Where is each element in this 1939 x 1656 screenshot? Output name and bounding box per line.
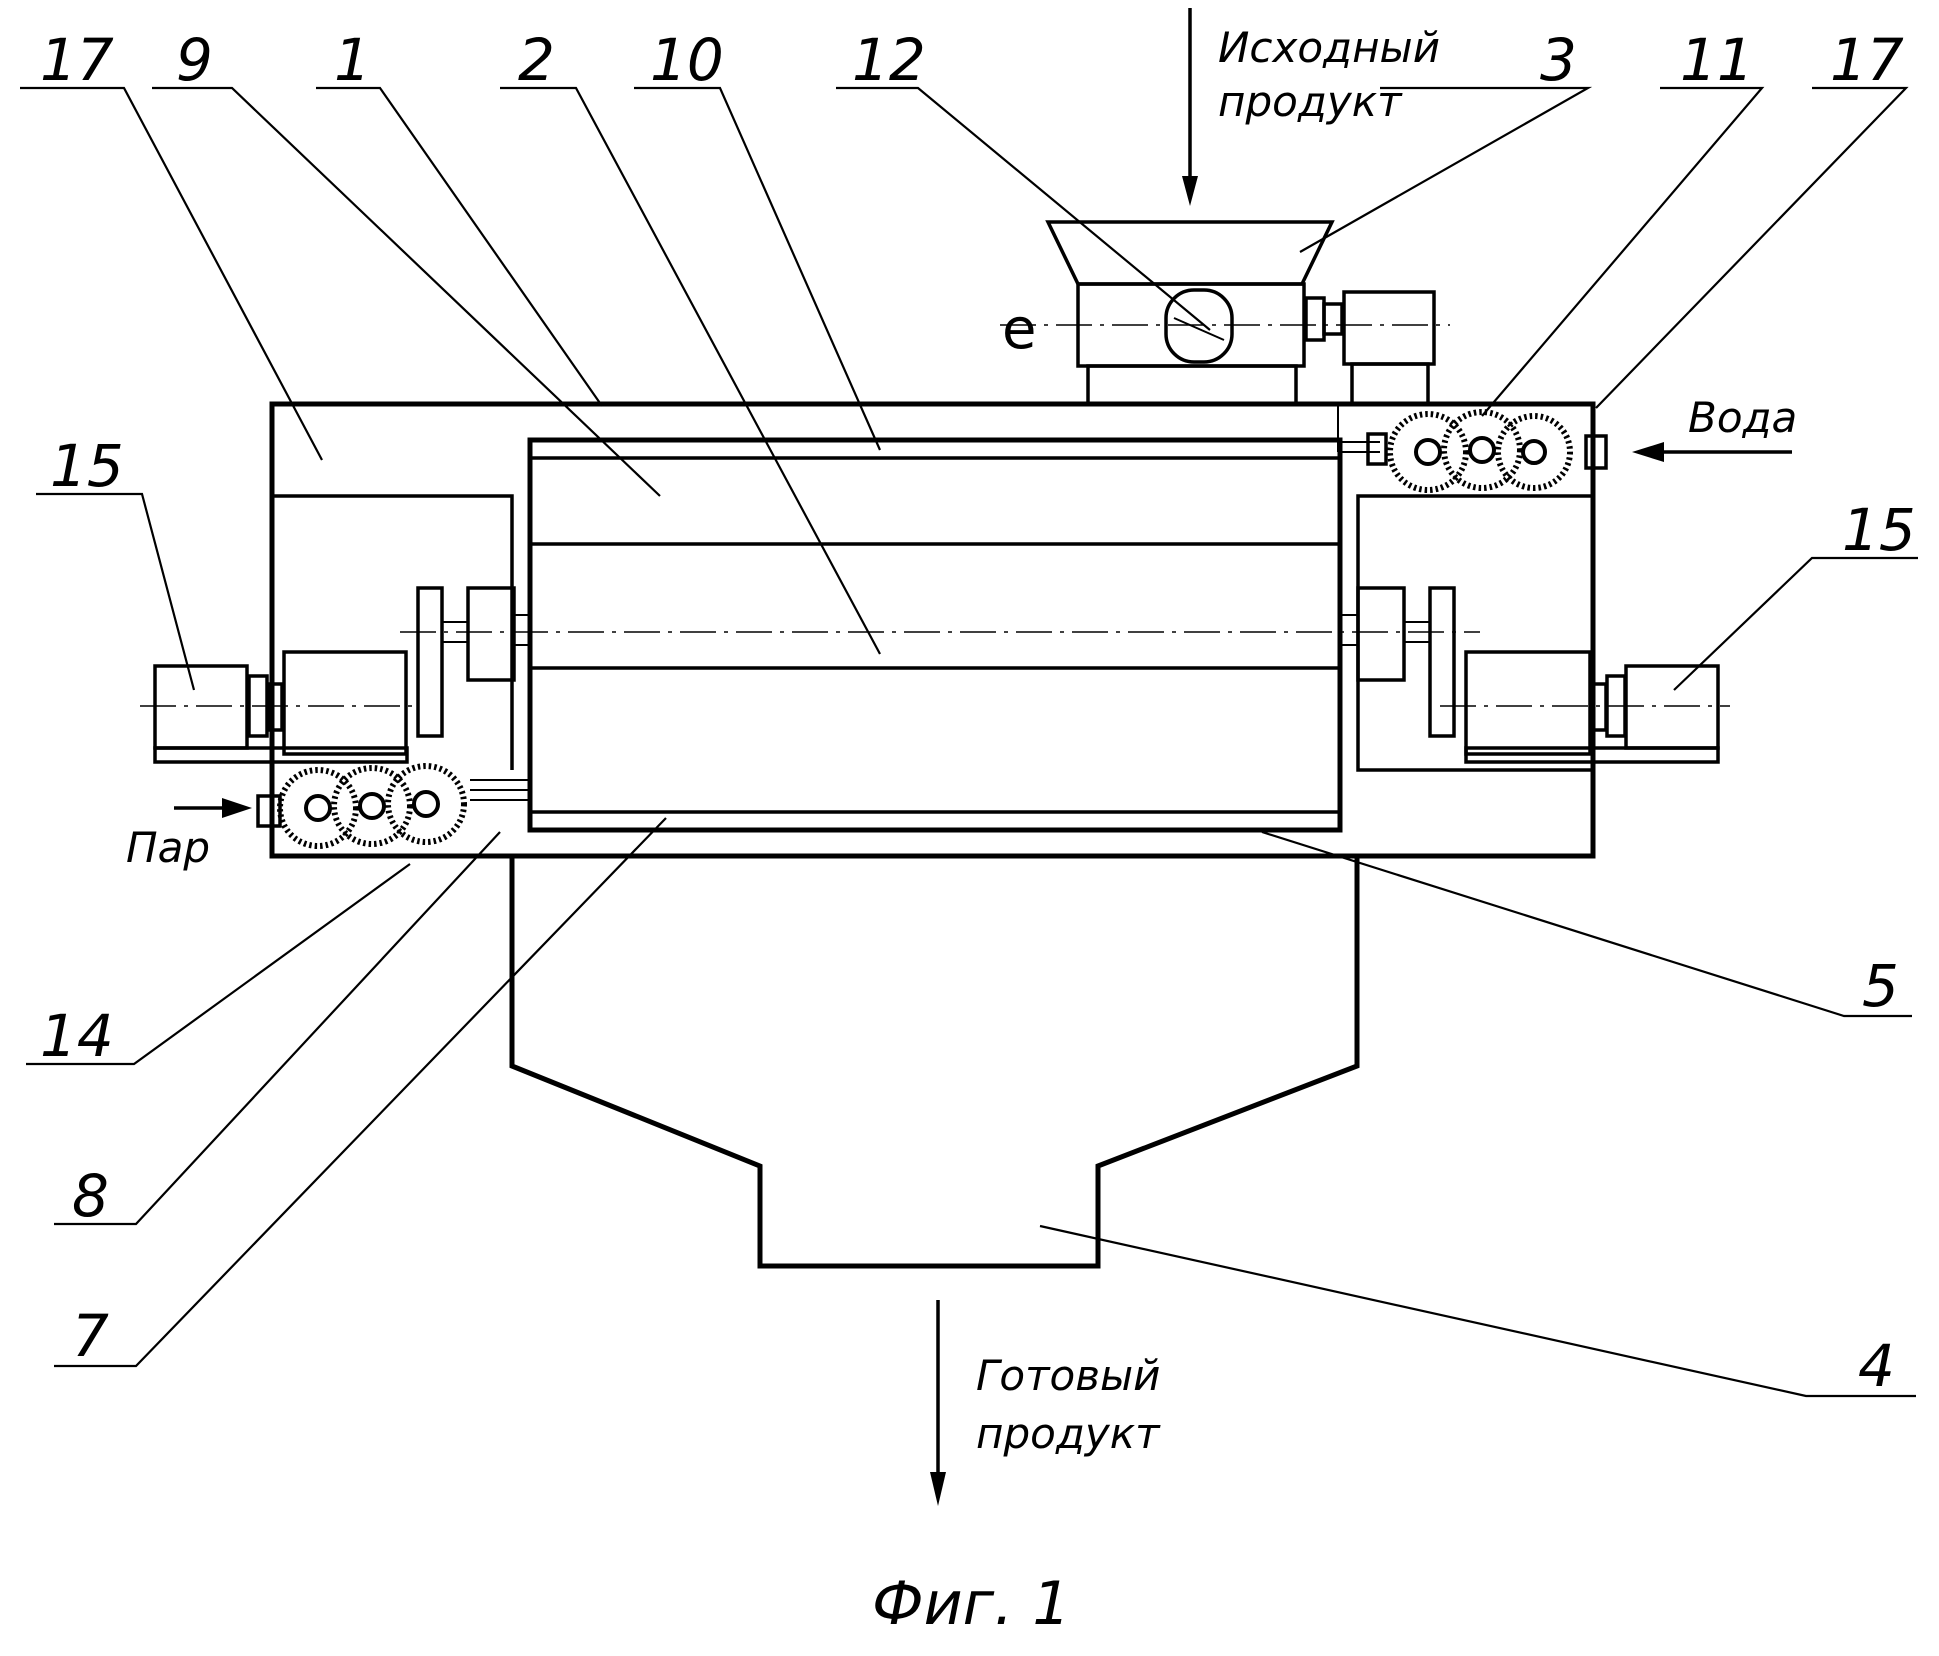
callout-9: 9 xyxy=(176,26,213,94)
callout-1: 1 xyxy=(334,26,371,94)
input-label-line1: Исходный xyxy=(1218,23,1440,72)
water-coil xyxy=(1340,412,1606,490)
callout-17-left: 17 xyxy=(40,26,114,94)
callout-4: 4 xyxy=(1858,1332,1895,1400)
callout-11: 11 xyxy=(1680,26,1754,94)
callout-7: 7 xyxy=(72,1302,109,1370)
input-label-line2: продукт xyxy=(1218,77,1403,126)
feed-hopper xyxy=(1000,222,1450,404)
discharge-hopper xyxy=(512,856,1357,1266)
callout-15-left: 15 xyxy=(50,432,124,500)
callout-17-right: 17 xyxy=(1830,26,1904,94)
output-flow-arrow xyxy=(930,1300,946,1506)
steam-coil xyxy=(258,766,530,846)
right-drive xyxy=(1340,496,1730,770)
water-flow-arrow xyxy=(1632,442,1792,462)
output-label-line1: Готовый xyxy=(976,1351,1160,1400)
steam-label: Пар xyxy=(126,823,210,872)
output-label-line2: продукт xyxy=(976,1409,1161,1458)
water-label: Вода xyxy=(1688,393,1797,442)
drum xyxy=(400,440,1480,830)
callout-8: 8 xyxy=(72,1162,109,1230)
callout-12: 12 xyxy=(852,26,926,94)
left-drive xyxy=(140,496,530,770)
figure-caption: Фиг. 1 xyxy=(872,1569,1071,1639)
callout-3: 3 xyxy=(1540,26,1577,94)
callout-10: 10 xyxy=(650,26,724,94)
leader-lines xyxy=(20,88,1918,1396)
rotation-symbol: е xyxy=(1002,297,1036,362)
input-flow-arrow xyxy=(1182,8,1198,206)
callout-14: 14 xyxy=(40,1002,114,1070)
callout-2: 2 xyxy=(518,26,555,94)
housing xyxy=(272,404,1593,856)
steam-flow-arrow xyxy=(174,798,252,818)
callout-5: 5 xyxy=(1862,952,1899,1020)
callout-15-right: 15 xyxy=(1842,496,1916,564)
